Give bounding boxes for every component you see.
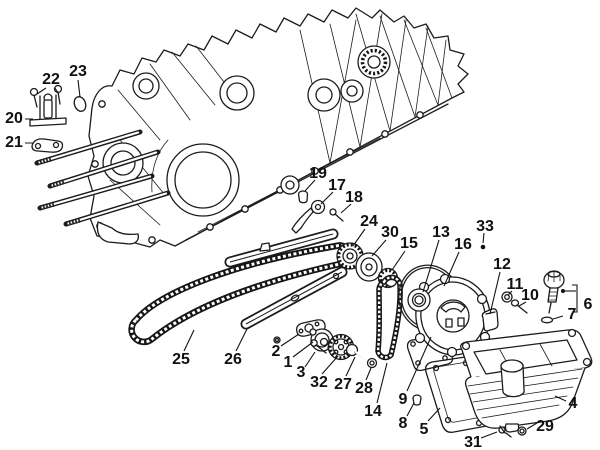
callout-18: 18 bbox=[345, 189, 363, 206]
crankcase-drawing bbox=[34, 7, 469, 248]
callout-1: 1 bbox=[284, 354, 293, 371]
dowel-dot bbox=[480, 244, 486, 250]
callout-24: 24 bbox=[360, 213, 378, 230]
oil-sump-cover bbox=[412, 328, 593, 438]
callout-33: 33 bbox=[476, 218, 494, 235]
dipstick-assembly bbox=[540, 270, 578, 324]
callout-28: 28 bbox=[355, 380, 373, 397]
callout-26: 26 bbox=[224, 351, 242, 368]
callout-6: 6 bbox=[584, 296, 593, 313]
callout-9: 9 bbox=[399, 391, 408, 408]
callout-2: 2 bbox=[272, 343, 281, 360]
oil-pump-group bbox=[273, 319, 378, 369]
callout-22: 22 bbox=[42, 71, 60, 88]
callout-21: 21 bbox=[5, 134, 23, 151]
callout-13: 13 bbox=[432, 224, 450, 241]
callout-25: 25 bbox=[172, 351, 190, 368]
callout-16: 16 bbox=[454, 236, 472, 253]
callout-30: 30 bbox=[381, 224, 399, 241]
callout-7: 7 bbox=[568, 306, 577, 323]
callout-8: 8 bbox=[399, 415, 408, 432]
callout-31: 31 bbox=[464, 434, 482, 450]
pump-cover-assembly bbox=[398, 244, 499, 358]
callout-23: 23 bbox=[69, 63, 87, 80]
callout-labels: 22 23 20 21 19 17 18 24 30 15 13 16 33 1… bbox=[5, 63, 592, 450]
callout-5: 5 bbox=[420, 421, 429, 438]
breather-mount-parts bbox=[29, 84, 87, 153]
callout-12: 12 bbox=[493, 256, 511, 273]
leader-lines bbox=[25, 79, 567, 439]
callout-4: 4 bbox=[569, 395, 578, 412]
callout-32: 32 bbox=[310, 374, 328, 391]
callout-14: 14 bbox=[364, 403, 382, 420]
chain-guide-rails bbox=[224, 228, 348, 330]
callout-10: 10 bbox=[521, 287, 539, 304]
callout-11: 11 bbox=[507, 276, 524, 293]
fasteners-10-11 bbox=[501, 291, 528, 314]
callout-15: 15 bbox=[400, 235, 418, 252]
callout-3: 3 bbox=[297, 364, 306, 381]
sprocket-stack bbox=[336, 242, 399, 289]
callout-29: 29 bbox=[536, 418, 554, 435]
oil-pump-chain bbox=[375, 274, 403, 361]
mounting-studs bbox=[34, 129, 171, 227]
timing-chain bbox=[128, 242, 354, 346]
callout-27: 27 bbox=[334, 376, 352, 393]
oval-plug bbox=[73, 96, 87, 112]
callout-19: 19 bbox=[309, 165, 327, 182]
callout-20: 20 bbox=[5, 110, 23, 127]
tensioner-parts bbox=[291, 190, 344, 234]
callout-17: 17 bbox=[328, 177, 346, 194]
